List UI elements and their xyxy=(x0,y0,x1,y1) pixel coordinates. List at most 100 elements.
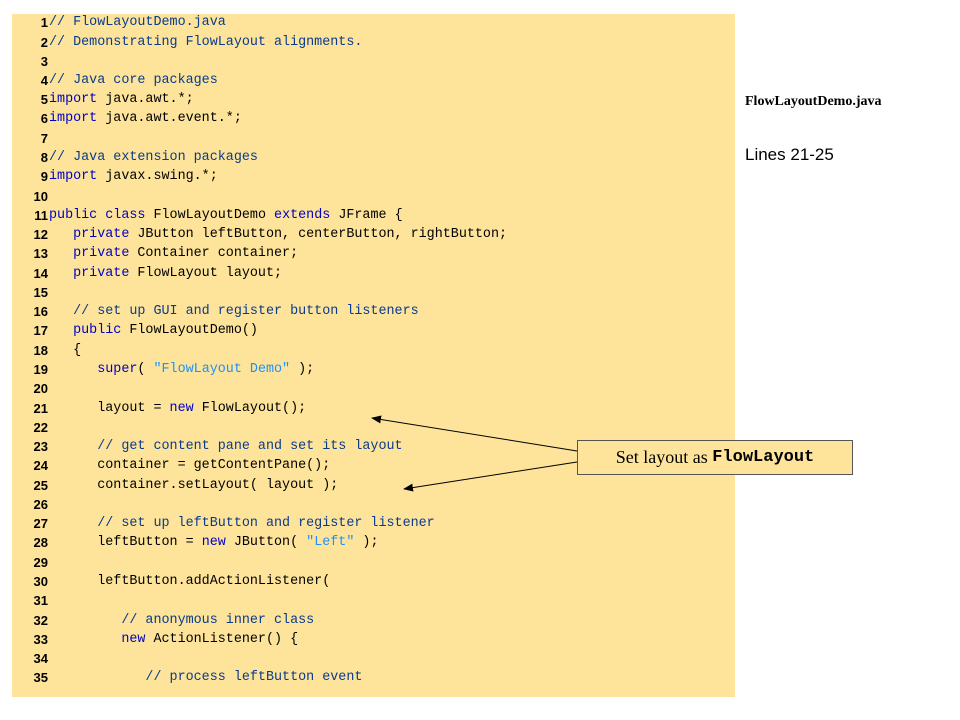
line-number: 13 xyxy=(33,246,48,261)
code-token: super xyxy=(97,362,138,377)
code-token: java.awt.*; xyxy=(97,92,194,107)
code-line: 31 xyxy=(12,591,735,610)
code-token: ( xyxy=(137,362,154,377)
code-token: // Java extension packages xyxy=(49,150,258,165)
line-number: 15 xyxy=(33,285,48,300)
line-number: 7 xyxy=(40,131,48,146)
code-token: public xyxy=(73,323,122,338)
code-token: new xyxy=(121,632,146,647)
line-number: 25 xyxy=(33,478,48,493)
code-token xyxy=(49,632,121,647)
line-number: 22 xyxy=(33,420,48,435)
code-token: private xyxy=(73,227,130,242)
code-token xyxy=(49,227,73,242)
code-line: 34 xyxy=(12,649,735,668)
code-token: import xyxy=(49,92,98,107)
code-line: 27 // set up leftButton and register lis… xyxy=(12,514,735,533)
callout-text: Set layout as xyxy=(615,447,713,467)
code-line: 20 xyxy=(12,379,735,398)
line-number: 26 xyxy=(33,497,48,512)
code-line: 18 { xyxy=(12,341,735,360)
code-line: 8// Java extension packages xyxy=(12,148,735,167)
code-token: // set up leftButton and register listen… xyxy=(49,516,435,531)
code-line: 21 layout = new FlowLayout(); xyxy=(12,399,735,418)
line-number: 4 xyxy=(40,73,48,88)
code-token: "Left" xyxy=(306,535,355,550)
code-text: // set up GUI and register button listen… xyxy=(49,302,419,321)
code-line: 28 leftButton = new JButton( "Left" ); xyxy=(12,533,735,552)
line-number: 34 xyxy=(33,651,48,666)
code-token: private xyxy=(73,246,130,261)
code-line: 10 xyxy=(12,187,735,206)
line-number: 31 xyxy=(33,593,48,608)
code-token: leftButton = xyxy=(49,535,202,550)
code-token: layout = xyxy=(49,401,170,416)
code-text: import java.awt.*; xyxy=(49,90,194,109)
code-line: 2// Demonstrating FlowLayout alignments. xyxy=(12,33,735,52)
line-number: 3 xyxy=(40,54,48,69)
code-token xyxy=(49,362,97,377)
code-token: private xyxy=(73,266,130,281)
line-number: 28 xyxy=(33,535,48,550)
code-token: new xyxy=(201,535,226,550)
code-text: container.setLayout( layout ); xyxy=(49,476,338,495)
code-token: // FlowLayoutDemo.java xyxy=(49,15,226,30)
code-token: new xyxy=(169,401,194,416)
code-line: 16 // set up GUI and register button lis… xyxy=(12,302,735,321)
lines-reference-label: Lines 21-25 xyxy=(745,145,834,164)
code-token: FlowLayout layout; xyxy=(129,266,283,281)
line-number: 27 xyxy=(33,516,48,531)
line-number: 17 xyxy=(33,323,48,338)
line-number: 2 xyxy=(40,35,48,50)
code-text: private JButton leftButton, centerButton… xyxy=(49,225,507,244)
code-text: // Java extension packages xyxy=(49,148,258,167)
code-token: ); xyxy=(290,362,315,377)
callout-box: Set layout as FlowLayout xyxy=(577,440,853,475)
code-text: private FlowLayout layout; xyxy=(49,264,282,283)
code-line: 17 public FlowLayoutDemo() xyxy=(12,321,735,340)
line-number: 33 xyxy=(33,632,48,647)
code-token: // get content pane and set its layout xyxy=(49,439,403,454)
code-text: public class FlowLayoutDemo extends JFra… xyxy=(49,206,403,225)
code-line: 29 xyxy=(12,553,735,572)
code-line: 4// Java core packages xyxy=(12,71,735,90)
code-line: 14 private FlowLayout layout; xyxy=(12,264,735,283)
code-token: FlowLayout(); xyxy=(193,401,307,416)
line-number: 30 xyxy=(33,574,48,589)
code-text: super( "FlowLayout Demo" ); xyxy=(49,360,314,379)
code-line: 24 container = getContentPane(); xyxy=(12,456,735,475)
code-line: 25 container.setLayout( layout ); xyxy=(12,476,735,495)
code-token: JFrame { xyxy=(330,208,403,223)
code-line: 15 xyxy=(12,283,735,302)
code-token xyxy=(49,266,73,281)
line-number: 12 xyxy=(33,227,48,242)
line-number: 6 xyxy=(40,111,48,126)
callout-code: FlowLayout xyxy=(712,448,815,467)
code-text: import java.awt.event.*; xyxy=(49,109,242,128)
code-token: JButton leftButton, centerButton, rightB… xyxy=(129,227,508,242)
line-number: 14 xyxy=(33,266,48,281)
line-number: 21 xyxy=(33,401,48,416)
code-token: leftButton.addActionListener( xyxy=(49,574,331,589)
code-line: 35 // process leftButton event xyxy=(12,668,735,687)
code-text: container = getContentPane(); xyxy=(49,456,330,475)
code-token: container.setLayout( layout ); xyxy=(49,478,339,493)
line-number: 19 xyxy=(33,362,48,377)
code-text: // Demonstrating FlowLayout alignments. xyxy=(49,33,362,52)
code-token: ActionListener() { xyxy=(145,632,299,647)
code-token: extends xyxy=(274,208,331,223)
file-name-label: FlowLayoutDemo.java xyxy=(745,94,882,109)
code-token: // anonymous inner class xyxy=(49,613,315,628)
line-number: 24 xyxy=(33,458,48,473)
code-text: public FlowLayoutDemo() xyxy=(49,321,258,340)
code-text: // Java core packages xyxy=(49,71,218,90)
code-token: import xyxy=(49,169,98,184)
code-token: container = getContentPane(); xyxy=(49,458,331,473)
code-token: // Java core packages xyxy=(49,73,218,88)
line-number: 18 xyxy=(33,343,48,358)
code-line: 1// FlowLayoutDemo.java xyxy=(12,13,735,32)
code-token: ); xyxy=(354,535,379,550)
